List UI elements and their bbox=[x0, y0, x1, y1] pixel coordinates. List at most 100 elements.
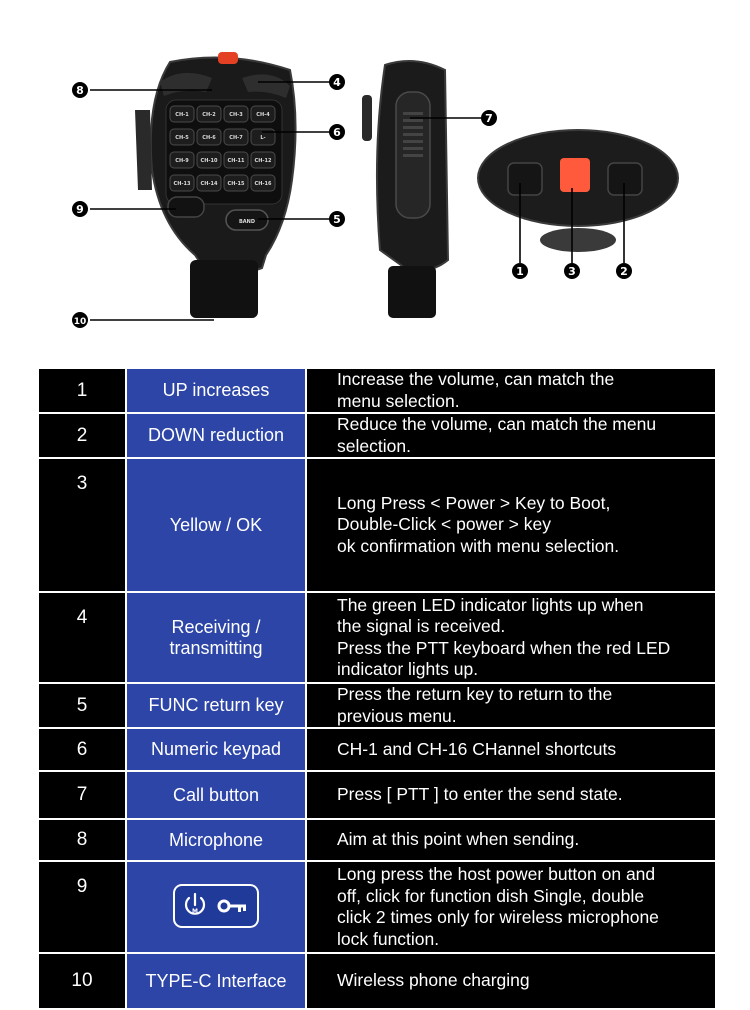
keypad-key[interactable]: CH-3 bbox=[223, 105, 249, 123]
table-row: 7 Call button Press [ PTT ] to enter the… bbox=[37, 770, 717, 820]
feature-name: M bbox=[125, 860, 307, 954]
row-number: 8 bbox=[37, 818, 127, 862]
callout-6: 6 bbox=[329, 124, 345, 140]
svg-text:7: 7 bbox=[485, 112, 493, 125]
keypad-key-label: CH-10 bbox=[201, 158, 218, 164]
callout-5: 5 bbox=[329, 211, 345, 227]
svg-text:4: 4 bbox=[333, 76, 341, 89]
svg-text:9: 9 bbox=[76, 203, 84, 216]
ok-button[interactable] bbox=[560, 158, 590, 192]
keypad-key-label: CH-15 bbox=[228, 181, 245, 187]
callout-2: 2 bbox=[616, 263, 632, 279]
keypad-key-label: CH-5 bbox=[175, 135, 189, 141]
callout-7: 7 bbox=[481, 110, 497, 126]
row-number: 9 bbox=[37, 860, 127, 954]
row-number: 4 bbox=[37, 591, 127, 684]
keypad-key[interactable]: CH-11 bbox=[223, 151, 249, 169]
keypad-key[interactable]: CH-9 bbox=[169, 151, 195, 169]
table-row: 10 TYPE-C Interface Wireless phone charg… bbox=[37, 952, 717, 1010]
keypad-key-label: CH-14 bbox=[201, 181, 218, 187]
svg-text:5: 5 bbox=[333, 213, 341, 226]
keypad-key[interactable]: CH-13 bbox=[169, 174, 195, 192]
keypad-key-label: CH-13 bbox=[174, 181, 191, 187]
feature-name: Numeric keypad bbox=[125, 727, 307, 772]
row-number: 2 bbox=[37, 412, 127, 459]
keypad-key-label: L- bbox=[260, 135, 265, 141]
keypad-key[interactable]: CH-15 bbox=[223, 174, 249, 192]
keypad-key[interactable]: CH-6 bbox=[196, 128, 222, 146]
feature-description: Long Press < Power > Key to Boot,Double-… bbox=[305, 457, 717, 593]
row-number: 3 bbox=[37, 457, 127, 593]
band-key[interactable] bbox=[225, 209, 269, 231]
power-icon: M bbox=[184, 892, 206, 915]
key-icon bbox=[217, 899, 246, 912]
svg-text:M: M bbox=[192, 908, 198, 915]
svg-text:8: 8 bbox=[76, 84, 84, 97]
callout-10: 10 bbox=[72, 312, 88, 328]
feature-name: Microphone bbox=[125, 818, 307, 862]
keypad-key[interactable]: CH-12 bbox=[250, 151, 276, 169]
feature-name: TYPE-C Interface bbox=[125, 952, 307, 1010]
row-number: 10 bbox=[37, 952, 127, 1010]
down-key[interactable] bbox=[607, 162, 643, 196]
feature-description: CH-1 and CH-16 CHannel shortcuts bbox=[305, 727, 717, 772]
keypad-key-label: CH-16 bbox=[255, 181, 272, 187]
table-row: 8 Microphone Aim at this point when send… bbox=[37, 818, 717, 862]
keypad-key[interactable]: L- bbox=[250, 128, 276, 146]
table-row: 6 Numeric keypad CH-1 and CH-16 CHannel … bbox=[37, 727, 717, 772]
power-lock-badge: M bbox=[173, 883, 259, 928]
svg-text:1: 1 bbox=[516, 265, 524, 278]
table-row: 9 M bbox=[37, 860, 717, 954]
keypad-key-label: CH-3 bbox=[229, 112, 243, 118]
band-key-label: BAND bbox=[239, 219, 255, 225]
callout-9: 9 bbox=[72, 201, 88, 217]
keypad-key[interactable]: CH-7 bbox=[223, 128, 249, 146]
table-row: 3 Yellow / OK Long Press < Power > Key t… bbox=[37, 457, 717, 593]
keypad-key-label: CH-1 bbox=[175, 112, 189, 118]
feature-name: DOWN reduction bbox=[125, 412, 307, 459]
table-row: 2 DOWN reduction Reduce the volume, can … bbox=[37, 412, 717, 459]
power-lock-key[interactable] bbox=[167, 196, 205, 218]
keypad-key[interactable]: CH-2 bbox=[196, 105, 222, 123]
keypad-key[interactable]: CH-4 bbox=[250, 105, 276, 123]
callout-lines bbox=[90, 81, 625, 321]
keypad-key-label: CH-4 bbox=[256, 112, 270, 118]
feature-name: UP increases bbox=[125, 367, 307, 414]
row-number: 7 bbox=[37, 770, 127, 820]
keypad-key[interactable]: CH-16 bbox=[250, 174, 276, 192]
row-number: 5 bbox=[37, 682, 127, 729]
power-lock-icon: M bbox=[184, 892, 246, 915]
table-row: 4 Receiving / transmitting The green LED… bbox=[37, 591, 717, 684]
keypad-key[interactable]: CH-5 bbox=[169, 128, 195, 146]
feature-description: Wireless phone charging bbox=[305, 952, 717, 1010]
up-key[interactable] bbox=[507, 162, 543, 196]
keypad-key-label: CH-6 bbox=[202, 135, 216, 141]
table-row: 1 UP increases Increase the volume, can … bbox=[37, 367, 717, 414]
keypad-key-label: CH-2 bbox=[202, 112, 216, 118]
table-row: 5 FUNC return key Press the return key t… bbox=[37, 682, 717, 729]
svg-text:3: 3 bbox=[568, 265, 576, 278]
keypad-key[interactable]: CH-10 bbox=[196, 151, 222, 169]
callout-3: 3 bbox=[564, 263, 580, 279]
keypad-key-label: CH-9 bbox=[175, 158, 189, 164]
keypad-key-label: CH-12 bbox=[255, 158, 272, 164]
svg-text:10: 10 bbox=[74, 317, 87, 327]
row-number: 6 bbox=[37, 727, 127, 772]
feature-description: Aim at this point when sending. bbox=[305, 818, 717, 862]
keypad-key[interactable]: CH-14 bbox=[196, 174, 222, 192]
microphone-top-view bbox=[477, 129, 679, 252]
callout-1: 1 bbox=[512, 263, 528, 279]
feature-name: Yellow / OK bbox=[125, 457, 307, 593]
feature-name: Call button bbox=[125, 770, 307, 820]
callout-8: 8 bbox=[72, 82, 88, 98]
row-number: 1 bbox=[37, 367, 127, 414]
callout-4: 4 bbox=[329, 74, 345, 90]
feature-description: Press [ PTT ] to enter the send state. bbox=[305, 770, 717, 820]
keypad-key[interactable]: CH-1 bbox=[169, 105, 195, 123]
